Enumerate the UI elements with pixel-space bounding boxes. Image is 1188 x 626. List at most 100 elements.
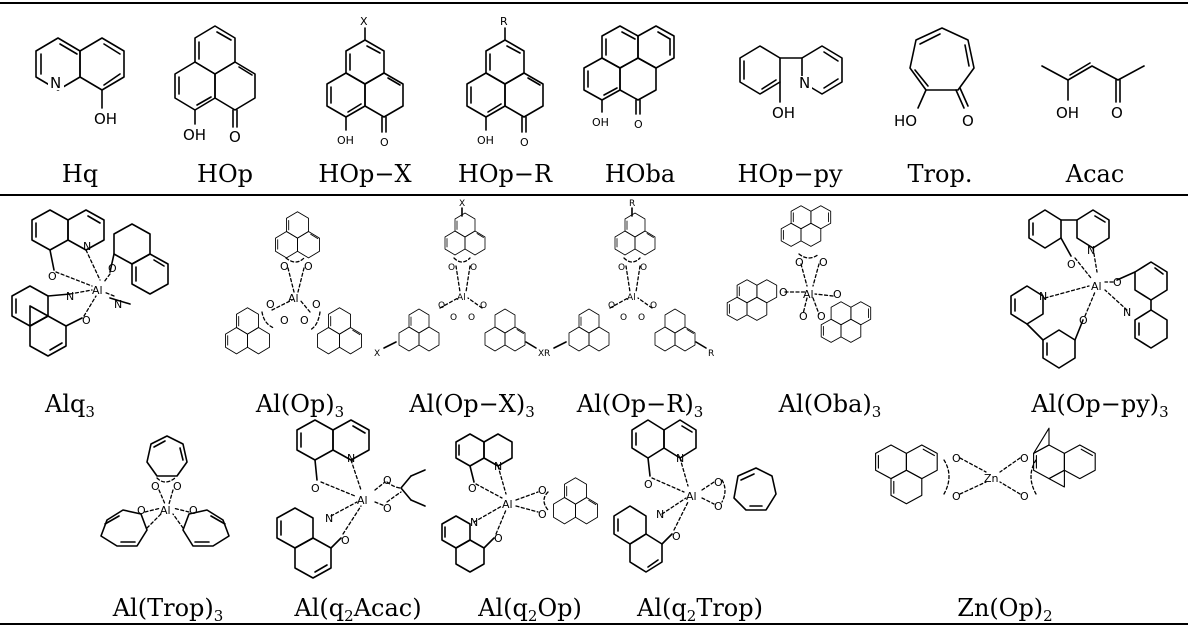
atom-al: Al (627, 293, 636, 303)
complex-structure-al-op-r-3: R R R Al O O O O O O (544, 199, 714, 359)
ligand-label-acac: Acac (1065, 160, 1125, 188)
atom-n: N (347, 452, 355, 465)
atom-o: O (952, 490, 961, 503)
atom-o: O (1113, 276, 1122, 289)
atom-o: O (634, 118, 643, 131)
atom-o: O (468, 482, 477, 495)
atom-oh: OH (183, 126, 206, 144)
atom-al: Al (1091, 280, 1102, 293)
complex-label-zn-op-2: Zn(Op)2 (957, 594, 1053, 625)
complex-label-al-trop-3: Al(Trop)3 (112, 594, 224, 625)
complex-label-al-q2-op: Al(q2Op) (478, 594, 582, 625)
atom-o: O (714, 476, 723, 489)
atom-o: O (618, 263, 625, 273)
atom-r: R (708, 349, 714, 359)
ligand-structure-hop: OH O (174, 25, 256, 146)
atom-n: N (470, 516, 478, 529)
complex-label-al-op-r-3: Al(Op−R)3 (576, 390, 704, 421)
atom-o: O (300, 314, 309, 327)
atom-n: N (1087, 244, 1095, 257)
atom-o: O (383, 502, 392, 515)
atom-o: O (638, 313, 645, 323)
top-rule (0, 2, 1188, 4)
ligand-label-hop: HOp (197, 160, 253, 188)
atom-o: O (799, 310, 808, 323)
ligand-structure-acac: OH O (1041, 62, 1145, 122)
ligand-label-hq: Hq (61, 160, 99, 188)
complex-label-alq3: Alq3 (45, 390, 95, 421)
atom-oh: OH (592, 116, 609, 129)
complex-label-al-op-x-3: Al(Op−X)3 (409, 390, 535, 421)
atom-n: N (494, 460, 502, 473)
bottom-rule (0, 623, 1188, 625)
atom-o: O (448, 263, 455, 273)
atom-o: O (672, 530, 681, 543)
atom-o: O (833, 288, 842, 301)
atom-al: Al (502, 498, 513, 511)
ligand-structure-trop: HO O (894, 27, 975, 130)
atom-o: O (450, 313, 457, 323)
ligand-structure-hop-py: N OH (739, 45, 843, 122)
atom-n: N (325, 512, 333, 525)
atom-o: O (108, 262, 117, 275)
atom-o: O (608, 301, 615, 311)
atom-o: O (438, 301, 445, 311)
atom-o: O (468, 313, 475, 323)
complex-label-al-op-py-3: Al(Op−py)3 (1031, 390, 1169, 421)
atom-o: O (383, 474, 392, 487)
atom-o: O (795, 256, 804, 269)
atom-o: O (1020, 452, 1029, 465)
atom-x: X (360, 15, 368, 28)
atom-o: O (714, 500, 723, 513)
atom-o: O (341, 534, 350, 547)
atom-o: O (312, 298, 321, 311)
complex-structure-al-op-py-3: Al N O O N N O (1010, 209, 1168, 369)
atom-n: N (799, 74, 810, 92)
atom-oh: OH (477, 134, 494, 147)
complex-structure-al-trop-3: Al O O O O (100, 435, 230, 547)
atom-al: Al (92, 284, 103, 297)
complex-structure-al-op-x-3: X X X Al O O O O O O (374, 199, 544, 359)
atom-al: Al (457, 293, 466, 303)
atom-n: N (83, 240, 91, 253)
complex-label-al-op-3: Al(Op)3 (255, 390, 345, 421)
complex-structure-alq3: Al N O O N N O (11, 209, 169, 357)
ligand-structure-hoba: OH O (583, 25, 675, 131)
atom-o: O (173, 480, 182, 493)
ligand-structure-hop-r: R OH O (466, 15, 544, 149)
atom-r: R (544, 349, 550, 359)
atom-o: O (304, 260, 313, 273)
atom-oh: OH (772, 104, 795, 122)
atom-o: O (480, 301, 487, 311)
atom-o: O (952, 452, 961, 465)
atom-o: O (1067, 258, 1076, 271)
atom-o: O (650, 301, 657, 311)
atom-o: O (520, 136, 529, 149)
ligand-structure-hq: N OH (35, 37, 125, 128)
atom-n: N (66, 290, 74, 303)
atom-o: O (1079, 314, 1088, 327)
atom-o: O (229, 128, 241, 146)
complex-structure-al-q2-op: Al N O O O N O (441, 433, 598, 573)
atom-al: Al (803, 288, 814, 301)
complex-structure-al-oba-3: Al O O O O O O (726, 205, 872, 343)
atom-o: O (779, 286, 788, 299)
middle-rule (0, 194, 1188, 196)
atom-ho: HO (894, 112, 917, 130)
complex-structure-al-q2-trop: Al N O O O N O (613, 419, 777, 573)
atom-oh: OH (1056, 104, 1079, 122)
atom-oh: OH (337, 134, 354, 147)
atom-r: R (500, 15, 508, 28)
atom-o: O (280, 260, 289, 273)
ligand-label-hop-x: HOp−X (318, 160, 412, 188)
ligand-label-trop: Trop. (907, 160, 973, 188)
complex-label-al-q2-acac: Al(q2Acac) (294, 594, 422, 625)
atom-n: N (656, 508, 664, 521)
atom-o: O (266, 298, 275, 311)
atom-o: O (82, 314, 91, 327)
atom-o: O (280, 314, 289, 327)
ligand-label-hop-py: HOp−py (737, 160, 843, 188)
atom-zn: Zn (984, 472, 999, 485)
atom-o: O (470, 263, 477, 273)
atom-n: N (114, 298, 122, 311)
